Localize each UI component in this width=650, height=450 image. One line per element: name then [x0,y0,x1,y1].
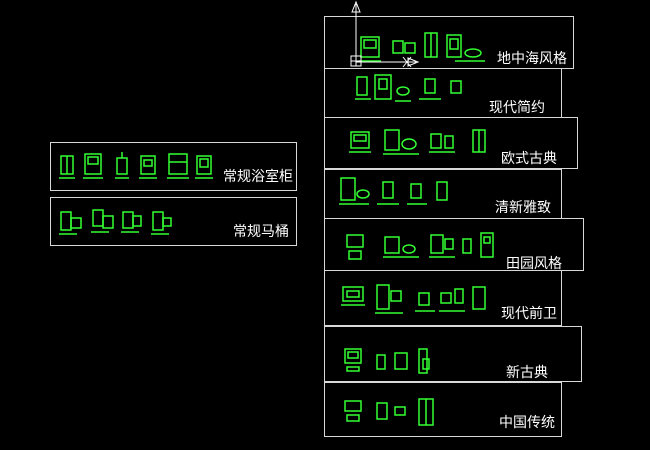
panel-fresh-elegant[interactable]: 清新雅致 [324,169,562,219]
fixture-icons [355,74,462,102]
panel-european-classic[interactable]: 欧式古典 [324,117,578,169]
panel-modern-avant-garde[interactable]: 现代前卫 [324,270,562,326]
fixture-icons [344,398,434,426]
panel-label: 中国传统 [499,415,555,431]
fixture-icons [359,32,485,62]
fixture-icons [341,284,486,314]
panel-label: 清新雅致 [495,200,551,216]
panel-mediterranean[interactable]: 地中海风格 [324,16,574,69]
fixture-icons [344,348,430,374]
panel-label: 欧式古典 [501,151,557,167]
panel-pastoral[interactable]: 田园风格 [324,218,584,272]
panel-label: 现代前卫 [501,306,557,322]
panel-chinese-traditional[interactable]: 中国传统 [324,382,562,437]
fixture-icons [339,177,448,205]
panel-label: 常规浴室柜 [223,169,293,185]
panel-modern-simple[interactable]: 现代简约 [324,68,562,118]
panel-regular-toilet[interactable]: 常规马桶 [50,197,297,246]
panel-regular-cabinet[interactable]: 常规浴室柜 [50,142,297,191]
ucs-axis-icon [350,0,420,68]
panel-label: 田园风格 [506,256,562,272]
panel-label: 现代简约 [489,100,545,116]
panel-neo-classical[interactable]: 新古典 [324,326,582,382]
cabinet-icons [59,152,213,179]
fixture-icons [346,232,494,260]
toilet-icons [59,209,172,235]
panel-label: 地中海风格 [497,51,567,67]
panel-label: 常规马桶 [233,224,289,240]
panel-label: 新古典 [506,365,548,381]
fixture-icons [349,129,486,155]
